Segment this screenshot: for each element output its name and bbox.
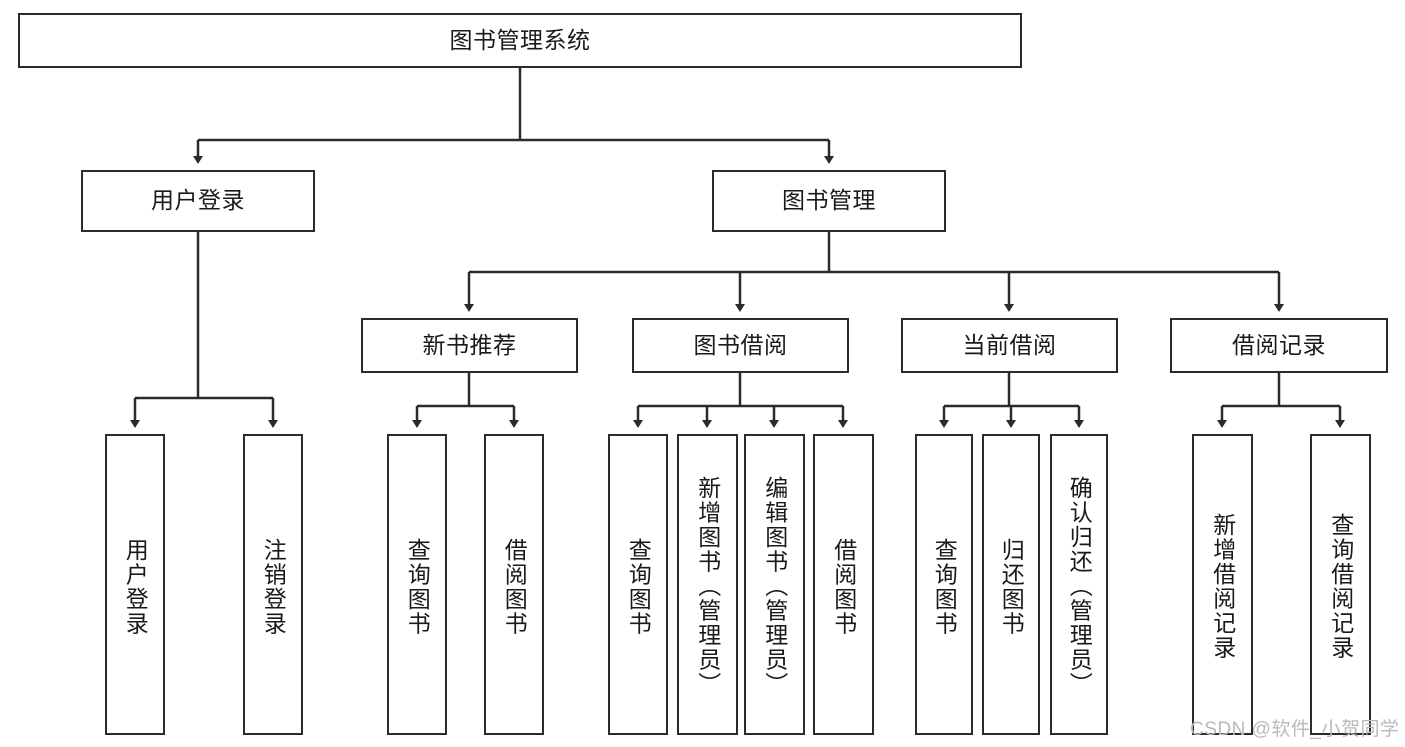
leaf-logout[interactable]: 注销登录 — [243, 434, 303, 735]
leaf-add-borrow-record[interactable]: 新增借阅记录 — [1192, 434, 1253, 735]
leaf-edit-book-admin[interactable]: 编辑图书（管理员） — [744, 434, 805, 735]
edges-current-to-leaves — [939, 373, 1084, 428]
leaf-return-books[interactable]: 归还图书 — [982, 434, 1040, 735]
node-current-borrow[interactable]: 当前借阅 — [901, 318, 1118, 373]
leaf-borrow-books-recommend[interactable]: 借阅图书 — [484, 434, 544, 735]
node-root-system[interactable]: 图书管理系统 — [18, 13, 1022, 68]
edges-borrow-to-leaves — [633, 373, 848, 428]
leaf-query-books-borrow[interactable]: 查询图书 — [608, 434, 668, 735]
leaf-user-login[interactable]: 用户登录 — [105, 434, 165, 735]
edges-newbooks-to-leaves — [412, 373, 519, 428]
leaf-query-borrow-record[interactable]: 查询借阅记录 — [1310, 434, 1371, 735]
node-book-borrow[interactable]: 图书借阅 — [632, 318, 849, 373]
leaf-query-books-current[interactable]: 查询图书 — [915, 434, 973, 735]
leaf-query-books-recommend[interactable]: 查询图书 — [387, 434, 447, 735]
leaf-add-book-admin[interactable]: 新增图书（管理员） — [677, 434, 738, 735]
leaf-confirm-return-admin[interactable]: 确认归还（管理员） — [1050, 434, 1108, 735]
edges-bookmgmt-to-level3 — [464, 232, 1284, 312]
edges-root-to-level2 — [193, 68, 834, 164]
watermark-text: CSDN @软件_小贺同学 — [1190, 719, 1400, 740]
node-new-book-recommend[interactable]: 新书推荐 — [361, 318, 578, 373]
node-borrow-records[interactable]: 借阅记录 — [1170, 318, 1388, 373]
leaf-borrow-books[interactable]: 借阅图书 — [813, 434, 874, 735]
node-book-management[interactable]: 图书管理 — [712, 170, 946, 232]
node-user-login[interactable]: 用户登录 — [81, 170, 315, 232]
edges-login-to-leaves — [130, 232, 278, 428]
edges-records-to-leaves — [1217, 373, 1345, 428]
